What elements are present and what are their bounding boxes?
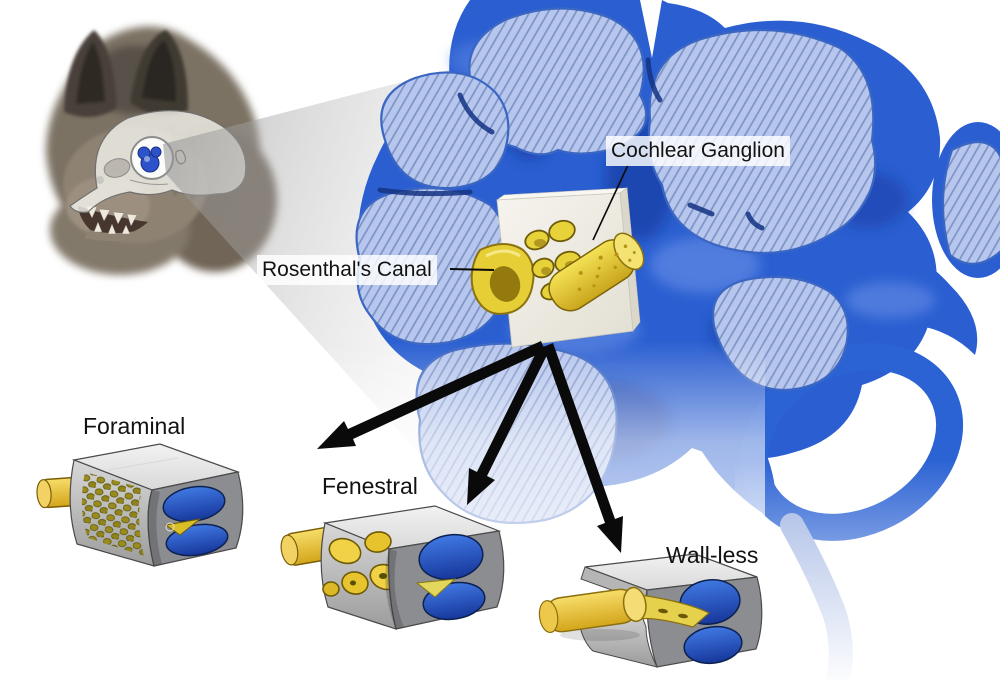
nerve-wedge <box>415 578 457 598</box>
wall-less-label: Wall-less <box>666 542 759 568</box>
cochlea-crevices <box>377 57 765 231</box>
bat-right-ear-inner <box>142 40 176 102</box>
skull-zygomatic-line <box>129 179 169 185</box>
cross-section-lobe <box>468 7 648 156</box>
arrow-to-fenestral <box>467 345 550 505</box>
cochlea-mini-icon <box>137 146 162 173</box>
fenestral-block <box>280 505 505 630</box>
rosenthals-canal-leader-line <box>449 268 495 271</box>
cylinder-speckles <box>577 244 636 292</box>
rosenthals-canal-label: Rosenthal's Canal <box>257 255 437 285</box>
bat-lower-jaw <box>84 230 146 241</box>
rosenthals-canal-opening <box>470 243 535 315</box>
fenestral-label: Fenestral <box>322 473 418 499</box>
wall-less-block <box>538 553 763 668</box>
arrows <box>317 341 623 553</box>
cross-section-lobe <box>941 140 1000 265</box>
bat-left-ear-inner <box>76 42 105 104</box>
foramina-holes <box>81 472 144 556</box>
exposed-nerve-shelf <box>638 594 711 628</box>
cochlear-ganglion-label: Cochlear Ganglion <box>606 136 790 166</box>
wall-less-nerve-cylinder <box>538 586 647 634</box>
bat-upper-teeth <box>85 205 138 227</box>
scala-lower <box>683 625 743 665</box>
skull-eye-socket <box>103 158 131 178</box>
bat-lower-teeth <box>93 221 131 235</box>
cochlear-ganglion-cylinder <box>548 232 645 312</box>
cochlear-ganglion-leader-line <box>592 164 629 241</box>
arrow-to-foraminal <box>317 341 545 449</box>
arrow-to-wall-less <box>543 343 623 553</box>
fade-overlay-right <box>735 460 1000 680</box>
foraminal-label: Foraminal <box>83 413 186 439</box>
foraminal-block <box>36 443 244 567</box>
